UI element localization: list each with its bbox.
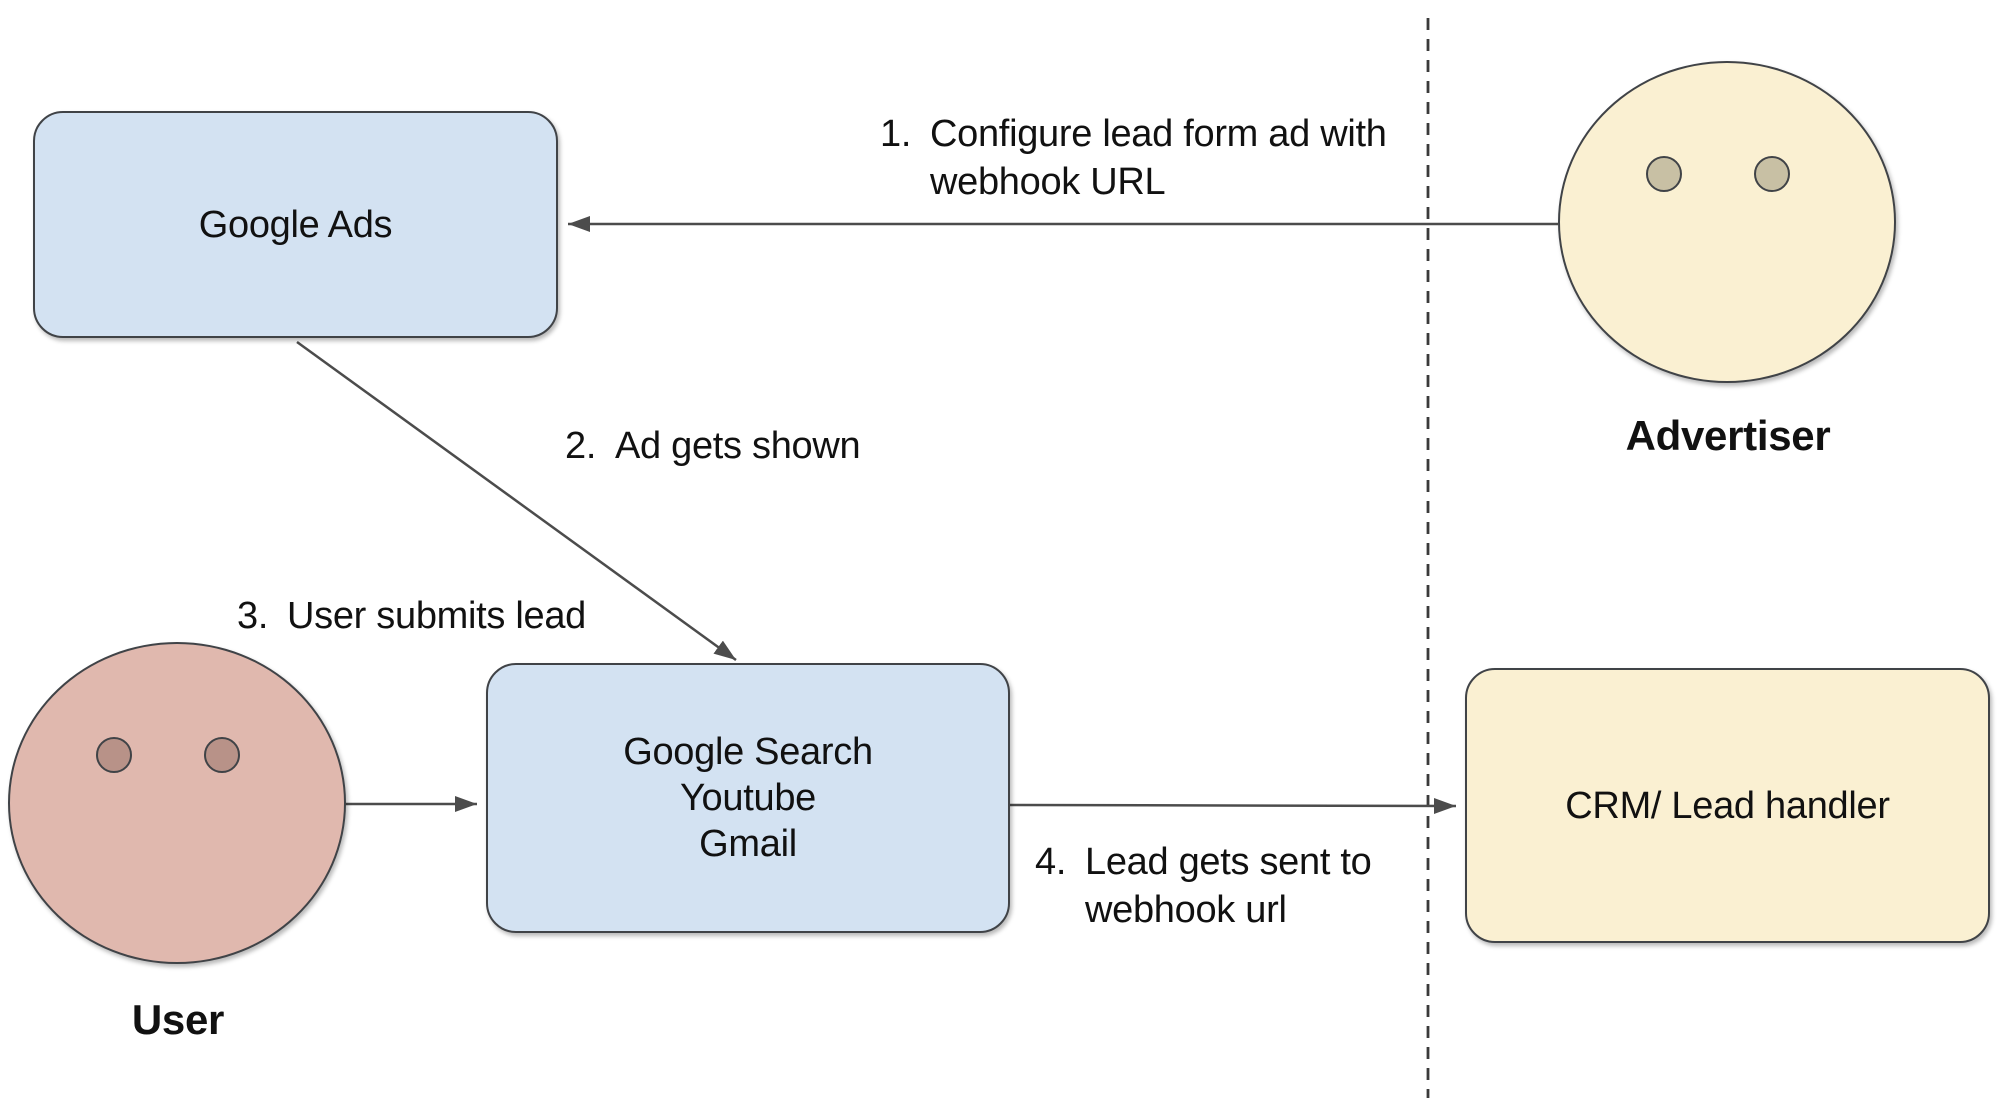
step-line: User submits lead — [287, 595, 587, 637]
advertiser-label: Advertiser — [1625, 412, 1831, 459]
step-4-text: Lead gets sent to webhook url — [1085, 838, 1372, 934]
step-line: Ad gets shown — [615, 425, 861, 467]
step-3-label: 3. User submits lead — [237, 592, 586, 640]
advertiser-right-eye — [1754, 156, 1790, 192]
step-3-number: 3. — [237, 595, 269, 637]
step-4-label: 4. Lead gets sent to webhook url — [1035, 838, 1372, 934]
surface-line-gmail: Gmail — [699, 823, 797, 865]
advertiser-face — [1558, 61, 1896, 383]
step-1-text: Configure lead form ad with webhook URL — [930, 110, 1387, 206]
step-2-label: 2. Ad gets shown — [565, 422, 861, 470]
step-3-text: User submits lead — [287, 592, 586, 640]
step-line: Configure lead form ad with — [930, 113, 1387, 155]
node-google-surfaces-label: Google Search Youtube Gmail — [623, 729, 873, 867]
step-1-label: 1. Configure lead form ad with webhook U… — [880, 110, 1387, 206]
step-1-number: 1. — [880, 113, 912, 155]
user-label: User — [131, 996, 225, 1043]
node-google-surfaces: Google Search Youtube Gmail — [486, 663, 1010, 933]
step-line: webhook url — [1085, 889, 1287, 931]
user-right-eye — [204, 737, 240, 773]
user-face — [8, 642, 346, 964]
node-google-ads: Google Ads — [33, 111, 558, 338]
node-google-ads-label: Google Ads — [198, 203, 393, 246]
arrow-surfaces-to-crm — [1009, 797, 1457, 814]
step-4-number: 4. — [1035, 841, 1067, 883]
node-crm: CRM/ Lead handler — [1465, 668, 1990, 943]
advertiser-left-eye — [1646, 156, 1682, 192]
step-line: Lead gets sent to — [1085, 841, 1372, 883]
user-left-eye — [96, 737, 132, 773]
node-crm-label: CRM/ Lead handler — [1565, 784, 1890, 827]
step-line: webhook URL — [930, 161, 1166, 203]
step-2-number: 2. — [565, 425, 597, 467]
surface-line-google-search: Google Search — [623, 731, 873, 773]
step-2-text: Ad gets shown — [615, 422, 861, 470]
surface-line-youtube: Youtube — [680, 777, 816, 819]
